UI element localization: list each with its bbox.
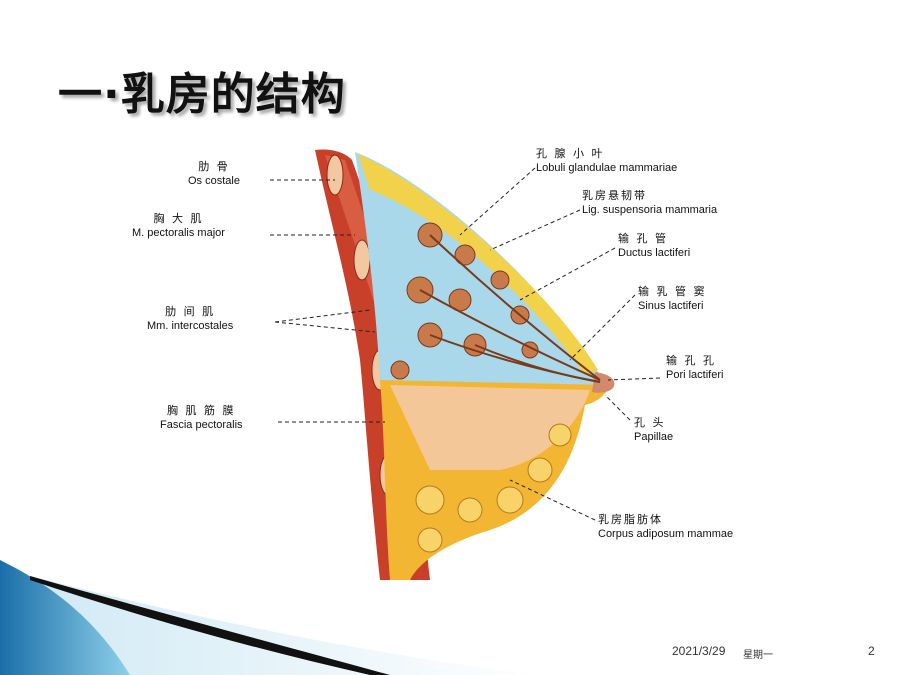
label-pectoralis-la: M. pectoralis major	[132, 227, 225, 239]
label-fascia-zh: 胸 肌 筋 膜	[167, 404, 236, 417]
label-sinus-zh: 输 乳 管 窦	[638, 285, 707, 298]
label-fascia-la: Fascia pectoralis	[160, 419, 243, 431]
label-lobuli-zh: 孔 腺 小 叶	[536, 147, 605, 160]
label-ductus: 输 孔 管 Ductus lactiferi	[618, 232, 690, 260]
label-intercostal-la: Mm. intercostales	[147, 320, 234, 332]
footer-date: 2021/3/29	[672, 644, 726, 658]
label-lobuli: 孔 腺 小 叶 Lobuli glandulae mammariae	[536, 147, 677, 175]
page-number: 2	[868, 644, 875, 658]
label-ductus-zh: 输 孔 管	[618, 232, 668, 245]
label-corpus-la: Corpus adiposum mammae	[598, 528, 734, 540]
label-lig-la: Lig. suspensoria mammaria	[582, 204, 718, 216]
label-lobuli-la: Lobuli glandulae mammariae	[536, 162, 678, 174]
fat-lobules	[415, 423, 572, 553]
label-ductus-la: Ductus lactiferi	[618, 247, 691, 259]
label-fascia: 胸 肌 筋 膜 Fascia pectoralis	[160, 404, 243, 432]
slide-title: 一·乳房的结构	[58, 69, 346, 120]
label-corpus: 乳房脂肪体 Corpus adiposum mammae	[598, 513, 733, 541]
lower-gland	[390, 385, 590, 470]
label-intercostal: 肋 间 肌 Mm. intercostales	[147, 305, 233, 333]
slide-decoration	[0, 560, 540, 675]
label-pectoralis: 胸 大 肌 M. pectoralis major	[132, 212, 225, 240]
footer-weekday: 星期一	[743, 650, 773, 661]
label-pectoralis-zh: 胸 大 肌	[153, 212, 204, 225]
rib-1	[326, 154, 344, 196]
label-lig-zh: 乳房悬韧带	[582, 189, 647, 202]
label-pori-la: Pori lactiferi	[666, 369, 724, 381]
label-rib-la: Os costale	[188, 175, 240, 187]
label-rib: 肋 骨 Os costale	[188, 160, 240, 188]
label-sinus-la: Sinus lactiferi	[638, 300, 704, 312]
leader-lines	[270, 167, 661, 521]
ducts	[419, 234, 601, 383]
label-papillae-zh: 孔 头	[634, 416, 666, 429]
label-rib-zh: 肋 骨	[198, 160, 230, 173]
label-pori-zh: 输 孔 孔	[666, 354, 716, 367]
label-corpus-zh: 乳房脂肪体	[598, 513, 663, 526]
label-intercostal-zh: 肋 间 肌	[165, 305, 216, 318]
label-sinus: 输 乳 管 窦 Sinus lactiferi	[638, 285, 707, 313]
label-papillae-la: Papillae	[634, 431, 674, 443]
label-papillae: 孔 头 Papillae	[634, 416, 673, 444]
label-lig: 乳房悬韧带 Lig. suspensoria mammaria	[582, 189, 717, 217]
rib-2	[353, 239, 371, 281]
upper-fat	[358, 154, 598, 375]
breast-anatomy-diagram	[270, 149, 661, 580]
label-pori: 输 孔 孔 Pori lactiferi	[666, 354, 723, 382]
